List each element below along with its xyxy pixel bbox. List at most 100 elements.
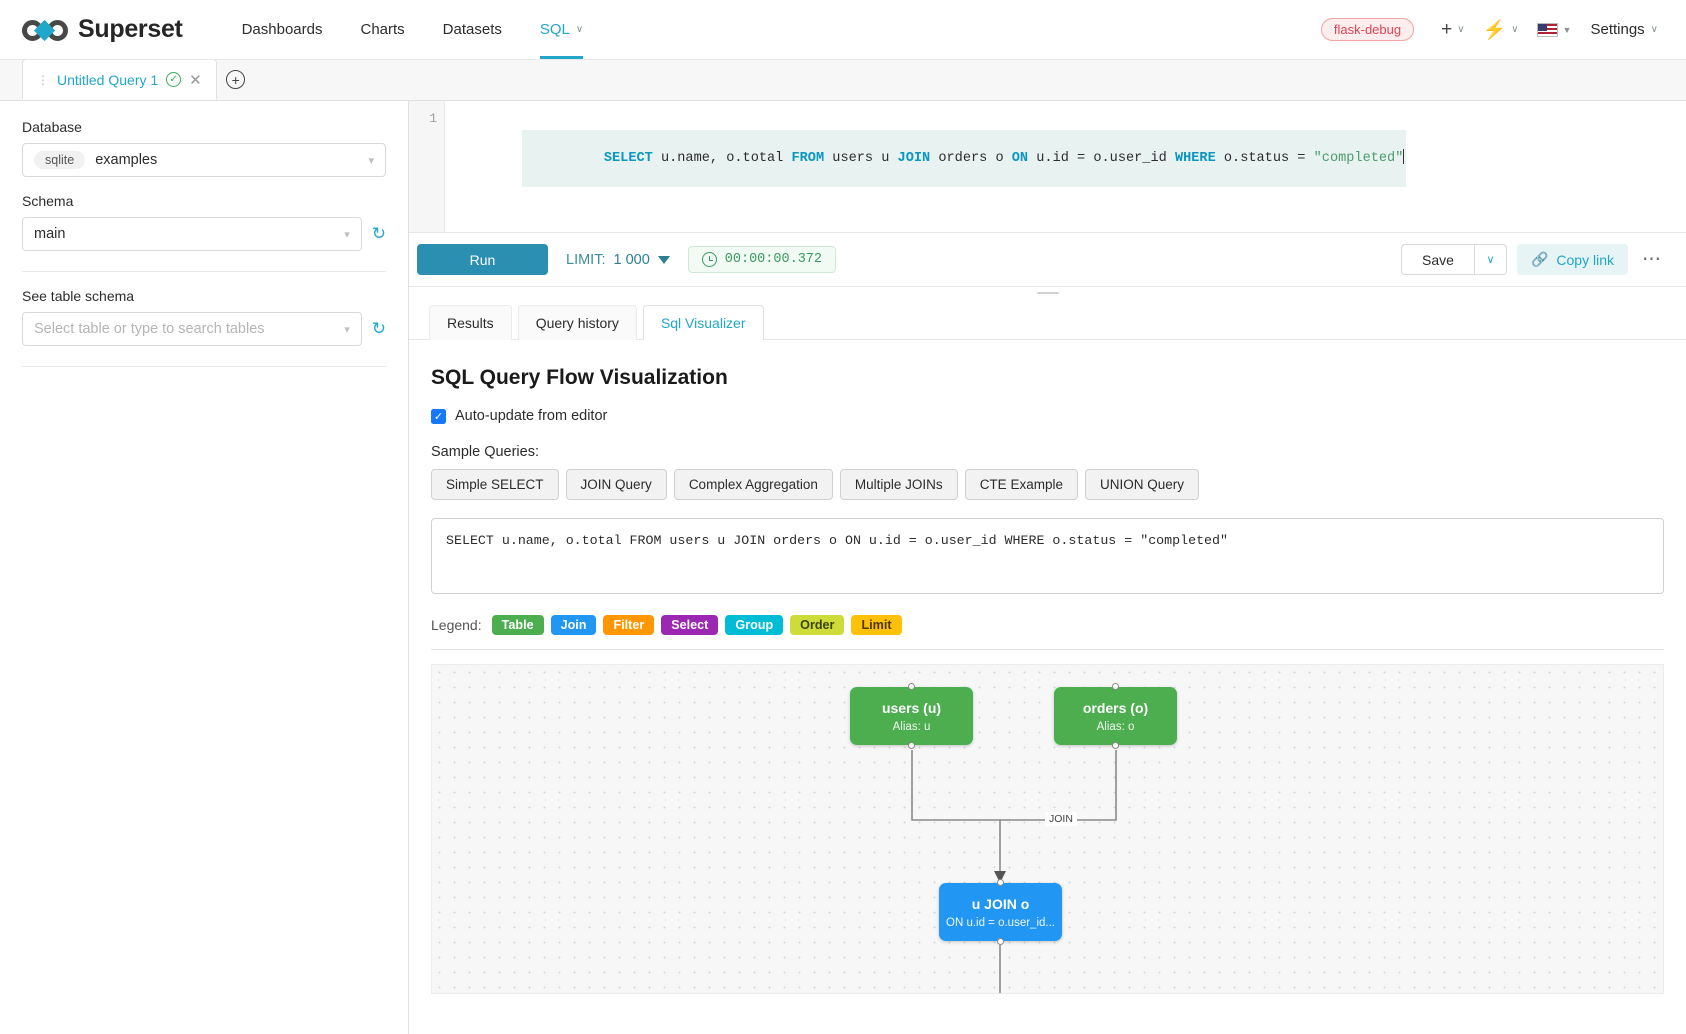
sql-editor[interactable]: 1 SELECT u.name, o.total FROM users u JO…: [409, 101, 1686, 233]
table-schema-row: Select table or type to search tables ▾ …: [22, 312, 386, 346]
sample-query-join-query[interactable]: JOIN Query: [565, 469, 667, 500]
plus-circle-icon: +: [226, 70, 246, 89]
nav-label: Datasets: [442, 21, 502, 38]
nav-label: Charts: [360, 21, 405, 38]
node-handle-bottom[interactable]: [908, 742, 915, 749]
editor-line-1: SELECT u.name, o.total FROM users u JOIN…: [522, 130, 1407, 187]
node-title: orders (o): [1082, 699, 1149, 716]
right-panel: 1 SELECT u.name, o.total FROM users u JO…: [409, 101, 1686, 1034]
brand[interactable]: Superset: [0, 15, 183, 44]
tab-sql-visualizer[interactable]: Sql Visualizer: [642, 305, 764, 340]
sample-query-union-query[interactable]: UNION Query: [1084, 469, 1199, 500]
ellipsis-icon[interactable]: ⋯: [1642, 249, 1662, 270]
schema-select[interactable]: main ▾: [22, 217, 362, 251]
sql-token: SELECT: [603, 151, 653, 166]
divider: [431, 649, 1664, 650]
auto-update-label[interactable]: Auto-update from editor: [455, 408, 608, 424]
query-tab-untitled-query-1[interactable]: ⋮ Untitled Query 1 ✓ ✕: [22, 59, 217, 100]
copy-link-button[interactable]: 🔗 Copy link: [1516, 244, 1628, 275]
node-title: users (u): [881, 699, 942, 716]
pane-resize-handle[interactable]: [409, 287, 1686, 298]
chevron-down-icon: ▾: [344, 228, 350, 241]
sample-queries-label: Sample Queries:: [431, 444, 539, 460]
nav-item-charts[interactable]: Charts: [341, 0, 423, 59]
nav-item-sql[interactable]: SQL ∨: [521, 0, 602, 59]
node-handle-top[interactable]: [997, 879, 1004, 886]
chevron-down-icon: ∨: [575, 24, 584, 35]
node-handle-bottom[interactable]: [1112, 742, 1119, 749]
legend-badge-join: Join: [550, 615, 597, 635]
schema-label: Schema: [22, 193, 74, 209]
divider: [22, 366, 386, 367]
node-handle-top[interactable]: [908, 683, 915, 690]
sample-query-cte-example[interactable]: CTE Example: [964, 469, 1078, 500]
legend-badge-select: Select: [661, 615, 719, 635]
nav-label: Dashboards: [241, 21, 323, 38]
refresh-icon[interactable]: ↻: [371, 319, 386, 338]
caret-down-icon: [657, 255, 670, 264]
sql-visualizer-pane: SQL Query Flow Visualization ✓ Auto-upda…: [409, 340, 1686, 1034]
sql-token: orders o: [930, 151, 1012, 166]
chevron-down-icon: ∨: [1511, 24, 1519, 35]
node-subtitle: Alias: o: [1096, 720, 1135, 733]
flow-canvas[interactable]: users (u) Alias: u orders (o) Alias: o J…: [431, 664, 1664, 994]
run-button[interactable]: Run: [417, 244, 548, 275]
limit-dropdown[interactable]: LIMIT: 1 000: [566, 252, 670, 268]
query-timer: 00:00:00.372: [687, 246, 836, 273]
flow-node-orders[interactable]: orders (o) Alias: o: [1054, 683, 1177, 749]
copy-link-label: Copy link: [1556, 251, 1614, 268]
lightning-bolt-icon[interactable]: ⚡ ∨: [1482, 19, 1519, 41]
tab-query-history[interactable]: Query history: [517, 305, 637, 340]
editor-gutter: 1: [409, 101, 445, 232]
link-icon: 🔗: [1530, 251, 1549, 267]
check-circle-icon: ✓: [166, 72, 182, 87]
caret-down-icon: ▼: [1562, 24, 1572, 35]
main-nav: Dashboards Charts Datasets SQL ∨: [223, 0, 603, 59]
save-dropdown-chevron-down-icon[interactable]: ∨: [1474, 244, 1507, 275]
database-select[interactable]: sqlite examples ▾: [22, 143, 386, 177]
sql-input-textarea[interactable]: [431, 518, 1664, 594]
settings-label: Settings: [1590, 21, 1645, 38]
refresh-icon[interactable]: ↻: [371, 224, 386, 243]
save-group: Save ∨: [1401, 244, 1507, 275]
table-schema-label: See table schema: [22, 288, 135, 304]
node-subtitle: Alias: u: [892, 720, 931, 733]
database-value: examples: [95, 152, 158, 168]
us-flag-icon[interactable]: ▼: [1530, 17, 1579, 43]
flow-node-join[interactable]: u JOIN o ON u.id = o.user_id...: [939, 879, 1062, 945]
legend-badge-order: Order: [790, 615, 845, 635]
tab-results[interactable]: Results: [429, 305, 512, 340]
drag-dots-icon[interactable]: ⋮: [37, 72, 49, 87]
plus-icon[interactable]: + ∨: [1441, 18, 1465, 40]
sql-token: FROM: [791, 151, 825, 166]
sample-query-complex-aggregation[interactable]: Complex Aggregation: [673, 469, 833, 500]
page-title: SQL Query Flow Visualization: [431, 366, 728, 389]
top-navbar: Superset Dashboards Charts Datasets SQL …: [0, 0, 1686, 60]
node-handle-top[interactable]: [1112, 683, 1119, 690]
table-select[interactable]: Select table or type to search tables ▾: [22, 312, 362, 346]
sample-query-multiple-joins[interactable]: Multiple JOINs: [839, 469, 958, 500]
brand-text: Superset: [78, 15, 183, 43]
add-query-tab-button[interactable]: +: [217, 59, 255, 100]
node-handle-bottom[interactable]: [997, 938, 1004, 945]
limit-value: 1 000: [613, 251, 650, 268]
legend-badge-limit: Limit: [851, 615, 902, 635]
query-tab-label: Untitled Query 1: [57, 71, 159, 88]
sample-query-simple-select[interactable]: Simple SELECT: [431, 469, 559, 500]
node-subtitle: ON u.id = o.user_id...: [946, 916, 1055, 929]
sql-token: u.name, o.total: [652, 151, 792, 166]
editor-code-area[interactable]: SELECT u.name, o.total FROM users u JOIN…: [445, 101, 1686, 232]
settings-menu[interactable]: Settings ∨: [1582, 21, 1666, 38]
save-button[interactable]: Save: [1401, 244, 1475, 275]
flow-node-users[interactable]: users (u) Alias: u: [850, 683, 973, 749]
run-toolbar: Run LIMIT: 1 000 00:00:00.372 Save ∨ 🔗 C…: [409, 233, 1686, 287]
close-icon[interactable]: ✕: [189, 71, 202, 89]
auto-update-row: ✓ Auto-update from editor: [431, 408, 1664, 424]
auto-update-checkbox[interactable]: ✓: [431, 408, 446, 424]
divider: [22, 271, 386, 272]
timer-value: 00:00:00.372: [724, 252, 822, 267]
nav-item-datasets[interactable]: Datasets: [424, 0, 521, 59]
chevron-down-icon: ▾: [368, 154, 374, 167]
nav-item-dashboards[interactable]: Dashboards: [223, 0, 342, 59]
table-placeholder: Select table or type to search tables: [34, 321, 265, 337]
